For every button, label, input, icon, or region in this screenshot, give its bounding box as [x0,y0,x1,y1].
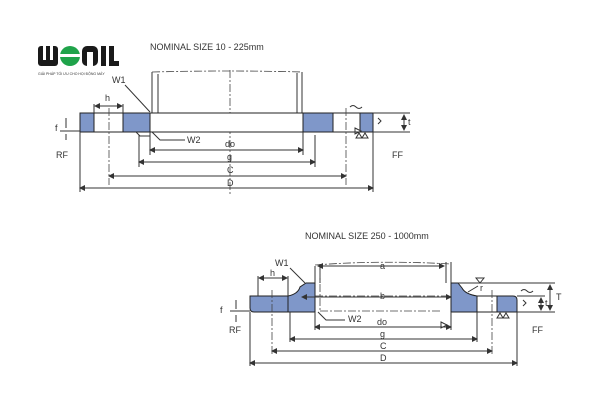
bottom-label-a: a [380,261,385,271]
bottom-label-h: h [270,268,275,278]
top-dim-g: g [227,152,232,162]
bottom-title: NOMINAL SIZE 250 - 1000mm [305,231,429,241]
top-label-h: h [105,93,110,103]
bottom-label-r: r [480,283,483,293]
top-flange-drawing: NOMINAL SIZE 10 - 225mm h W1 W2 f RF FF … [55,42,411,195]
top-label-rf: RF [56,150,68,160]
bottom-label-T: T [556,292,562,302]
bottom-label-t: t [545,298,548,308]
top-dim-do: do [225,139,235,149]
top-title: NOMINAL SIZE 10 - 225mm [150,42,264,52]
wonil-logo: GIẢI PHÁP TỐI ƯU CHO HỌI ĐỘNG MÁY [38,46,119,76]
bottom-dim-c: C [380,341,387,351]
bottom-label-rf: RF [229,325,241,335]
bottom-label-ff: FF [532,325,543,335]
bottom-label-f: f [220,305,223,315]
bottom-label-w2: W2 [348,314,362,324]
bottom-dim-g: g [380,329,385,339]
top-label-w1: W1 [112,75,126,85]
top-label-w2: W2 [187,135,201,145]
bottom-label-b: b [380,291,385,301]
bottom-dim-do: do [377,317,387,327]
bottom-label-w1: W1 [275,258,289,268]
logo-tagline: GIẢI PHÁP TỐI ƯU CHO HỌI ĐỘNG MÁY [38,71,105,76]
top-dim-d: D [227,178,234,188]
top-label-ff: FF [392,150,403,160]
top-label-t: t [408,117,411,127]
top-label-f: f [55,123,58,133]
top-dim-c: C [227,165,234,175]
bottom-flange-drawing: NOMINAL SIZE 250 - 1000mm h W1 W2 a b r … [220,231,562,366]
bottom-dim-d: D [380,353,387,363]
